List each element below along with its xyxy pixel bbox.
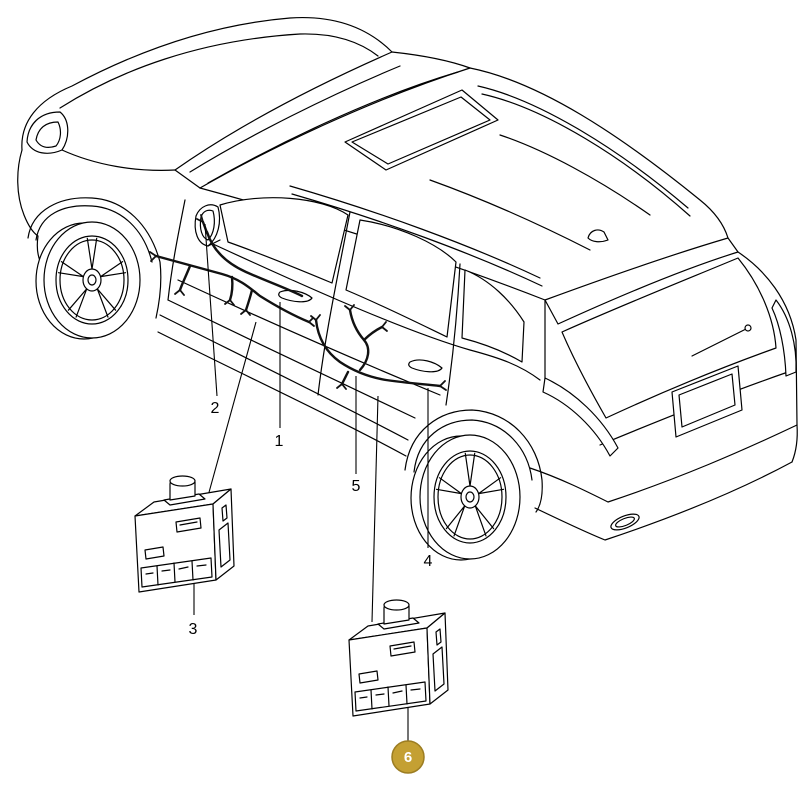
rear-bumper-top: [529, 424, 798, 503]
control-module-front: [134, 475, 235, 593]
belt-line: [199, 237, 541, 381]
rear-arch-lip: [413, 419, 533, 481]
rocker-bottom: [157, 331, 407, 457]
roof-right-edge: [469, 67, 729, 239]
callout-2[interactable]: 2: [211, 400, 220, 417]
front-rim-spokes: [57, 237, 127, 318]
callout-3[interactable]: 3: [189, 621, 198, 638]
rear-rim-outer: [433, 450, 507, 544]
rear-door-window: [345, 219, 457, 338]
front-fender-line: [61, 149, 176, 171]
front-fascia: [17, 149, 45, 269]
a-pillar-right: [391, 51, 471, 69]
rear-harness-main: [314, 318, 442, 388]
front-harness-branch-1: [178, 264, 192, 292]
front-door-handle: [278, 289, 313, 303]
rear-door-wiring-harness: [310, 304, 447, 391]
leader-lines: [193, 223, 429, 741]
front-rim-outer: [55, 235, 129, 325]
rear-door-rear-edge: [445, 263, 461, 406]
front-door-wiring-harness: [149, 214, 315, 327]
rear-hub: [460, 485, 480, 509]
rear-hub-cap: [465, 491, 475, 503]
front-wheel: [35, 221, 141, 340]
windshield-lower-edge: [189, 65, 401, 173]
rear-window: [561, 257, 777, 419]
callout-1[interactable]: 1: [275, 433, 284, 450]
roof-front-edge: [199, 67, 471, 189]
front-harness-branch-3: [244, 288, 254, 312]
rear-wheel: [410, 434, 521, 561]
sunroof-inner: [351, 96, 491, 165]
vehicle-body: [17, 16, 798, 541]
rear-rim-inner: [437, 454, 503, 540]
license-plate: [671, 365, 743, 438]
headlight-inner: [35, 121, 62, 148]
front-harness-main: [154, 254, 311, 324]
callout-6[interactable]: 6: [404, 749, 412, 766]
rear-wiper: [691, 327, 749, 357]
callouts: 1 2 3 4 5 6: [189, 400, 433, 774]
rear-door-handle: [408, 359, 443, 373]
rear-harness-connector-ends: [310, 304, 447, 391]
leader-3-to-door: [207, 321, 257, 497]
side-mirror-glass: [199, 209, 215, 241]
license-plate-inner: [678, 373, 736, 428]
rear-bumper-corner: [791, 424, 798, 463]
rear-rim-spokes: [435, 452, 505, 537]
front-wheel-arch: [27, 197, 162, 319]
hood-crease: [59, 33, 379, 109]
roof-ribs: [429, 134, 651, 251]
tail-light-right: [771, 299, 797, 377]
rear-bumper-bottom: [534, 461, 793, 541]
roof-antenna: [587, 229, 609, 243]
front-harness-upper: [201, 220, 304, 298]
rocker-top: [159, 314, 409, 441]
callout-4[interactable]: 4: [424, 553, 433, 570]
door-bottom-line: [167, 299, 416, 419]
control-module-rear: [348, 599, 449, 717]
rear-right-edge: [737, 251, 798, 426]
a-pillar-left: [174, 169, 201, 189]
front-harness-connector-ends: [149, 214, 315, 327]
rear-harness-branch-down: [340, 370, 350, 386]
tail-light-left: [542, 377, 619, 457]
rear-wiper-pivot: [744, 324, 752, 332]
rear-harness-branch-up: [362, 325, 384, 342]
front-hub-cap: [87, 274, 97, 286]
callout-5[interactable]: 5: [352, 478, 361, 495]
leader-6-to-door: [371, 395, 379, 623]
callout-6-badge[interactable]: [391, 740, 425, 774]
hood-outline: [21, 16, 393, 151]
callout-6-highlighted[interactable]: 6: [391, 740, 425, 774]
front-harness-branch-2: [228, 275, 234, 302]
roof-rail-right: [477, 85, 691, 217]
cowl-line: [174, 51, 393, 171]
front-arch-lip: [35, 205, 153, 263]
front-door-front-edge: [167, 199, 186, 301]
front-rim-inner: [59, 239, 125, 321]
quarter-window: [461, 269, 525, 363]
exhaust-tip-inner: [615, 516, 635, 528]
sunroof: [344, 89, 499, 171]
front-door-window: [219, 197, 349, 284]
exhaust-tip: [610, 513, 640, 531]
rear-wheel-arch: [404, 409, 543, 513]
leader-2: [204, 223, 218, 397]
front-hub: [82, 268, 102, 292]
